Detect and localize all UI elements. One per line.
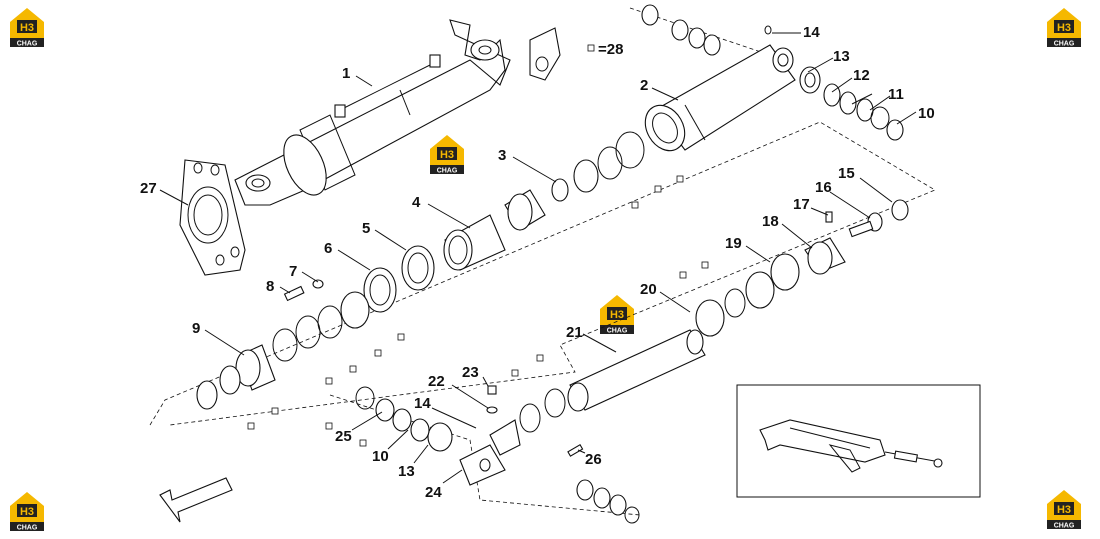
brand-logo-top-right: H3 CHAG — [1047, 8, 1081, 48]
part-21-piston-rod — [567, 329, 706, 412]
logo-sub: CHAG — [17, 41, 38, 48]
direction-arrow-icon — [159, 477, 233, 523]
callout-10: 10 — [918, 105, 935, 122]
parts-piston-rod-row — [196, 131, 645, 410]
part-1-cylinder-assembly — [234, 19, 511, 206]
parts-head-row — [695, 199, 909, 337]
callout-11: 11 — [888, 86, 904, 103]
logo-mark: H3 — [1057, 22, 1071, 34]
seal-kit-markers — [247, 175, 709, 447]
callout-10-lower: 10 — [372, 448, 389, 465]
callout-12: 12 — [853, 67, 870, 84]
part-28-seal-kit-card — [529, 27, 561, 81]
callout-8: 8 — [266, 278, 274, 295]
kit-note: =28 — [598, 41, 623, 58]
seal-rings-upper-right — [799, 66, 904, 141]
part-2-cylinder-tube — [644, 44, 796, 152]
part-27-mounting-plate — [179, 159, 246, 276]
brand-logo-top-left: H3 CHAG — [10, 8, 44, 48]
callout-1: 1 — [342, 65, 350, 82]
explode-boundary — [149, 121, 936, 426]
callout-4: 4 — [412, 194, 421, 211]
callout-21: 21 — [566, 324, 583, 341]
callout-19: 19 — [725, 235, 742, 252]
logo-mark: H3 — [20, 506, 34, 518]
logo-sub: CHAG — [1054, 523, 1075, 530]
callout-20: 20 — [640, 281, 657, 298]
logo-mark: H3 — [1057, 504, 1071, 516]
brand-logo-center: H3 CHAG — [600, 295, 634, 335]
callout-9: 9 — [192, 320, 200, 337]
brand-logo-bottom-left: H3 CHAG — [10, 492, 44, 532]
callout-3: 3 — [498, 147, 506, 164]
callout-16: 16 — [815, 179, 832, 196]
seal-kit-square-icon — [587, 44, 595, 52]
callout-17: 17 — [793, 196, 810, 213]
inset-location-view — [736, 384, 981, 498]
callout-26: 26 — [585, 451, 602, 468]
callout-labels: 1 2 3 4 5 6 7 8 9 10 11 12 13 14 15 16 1… — [140, 24, 935, 501]
logo-sub: CHAG — [17, 525, 38, 532]
callout-6: 6 — [324, 240, 332, 257]
callout-5: 5 — [362, 220, 370, 237]
callout-13-lower: 13 — [398, 463, 415, 480]
seal-rings-top — [641, 4, 772, 56]
callout-27: 27 — [140, 180, 157, 197]
callout-22: 22 — [428, 373, 445, 390]
callout-18: 18 — [762, 213, 779, 230]
callout-25: 25 — [335, 428, 352, 445]
callout-15: 15 — [838, 165, 855, 182]
logo-mark: H3 — [20, 22, 34, 34]
callout-24: 24 — [425, 484, 442, 501]
logo-mark: H3 — [440, 149, 454, 161]
brand-logo-center-top: H3 CHAG — [430, 135, 464, 175]
callout-2: 2 — [640, 77, 648, 94]
brand-logo-bottom-right: H3 CHAG — [1047, 490, 1081, 530]
logo-sub: CHAG — [1054, 41, 1075, 48]
callout-14-lower: 14 — [414, 395, 431, 412]
logo-sub: CHAG — [437, 168, 458, 175]
callout-23: 23 — [462, 364, 479, 381]
logo-sub: CHAG — [607, 328, 628, 335]
callout-7: 7 — [289, 263, 297, 280]
logo-mark: H3 — [610, 309, 624, 321]
callout-14: 14 — [803, 24, 820, 41]
leader-lines — [159, 32, 917, 484]
parts-rod-eye-row — [355, 385, 640, 524]
callout-13: 13 — [833, 48, 850, 65]
